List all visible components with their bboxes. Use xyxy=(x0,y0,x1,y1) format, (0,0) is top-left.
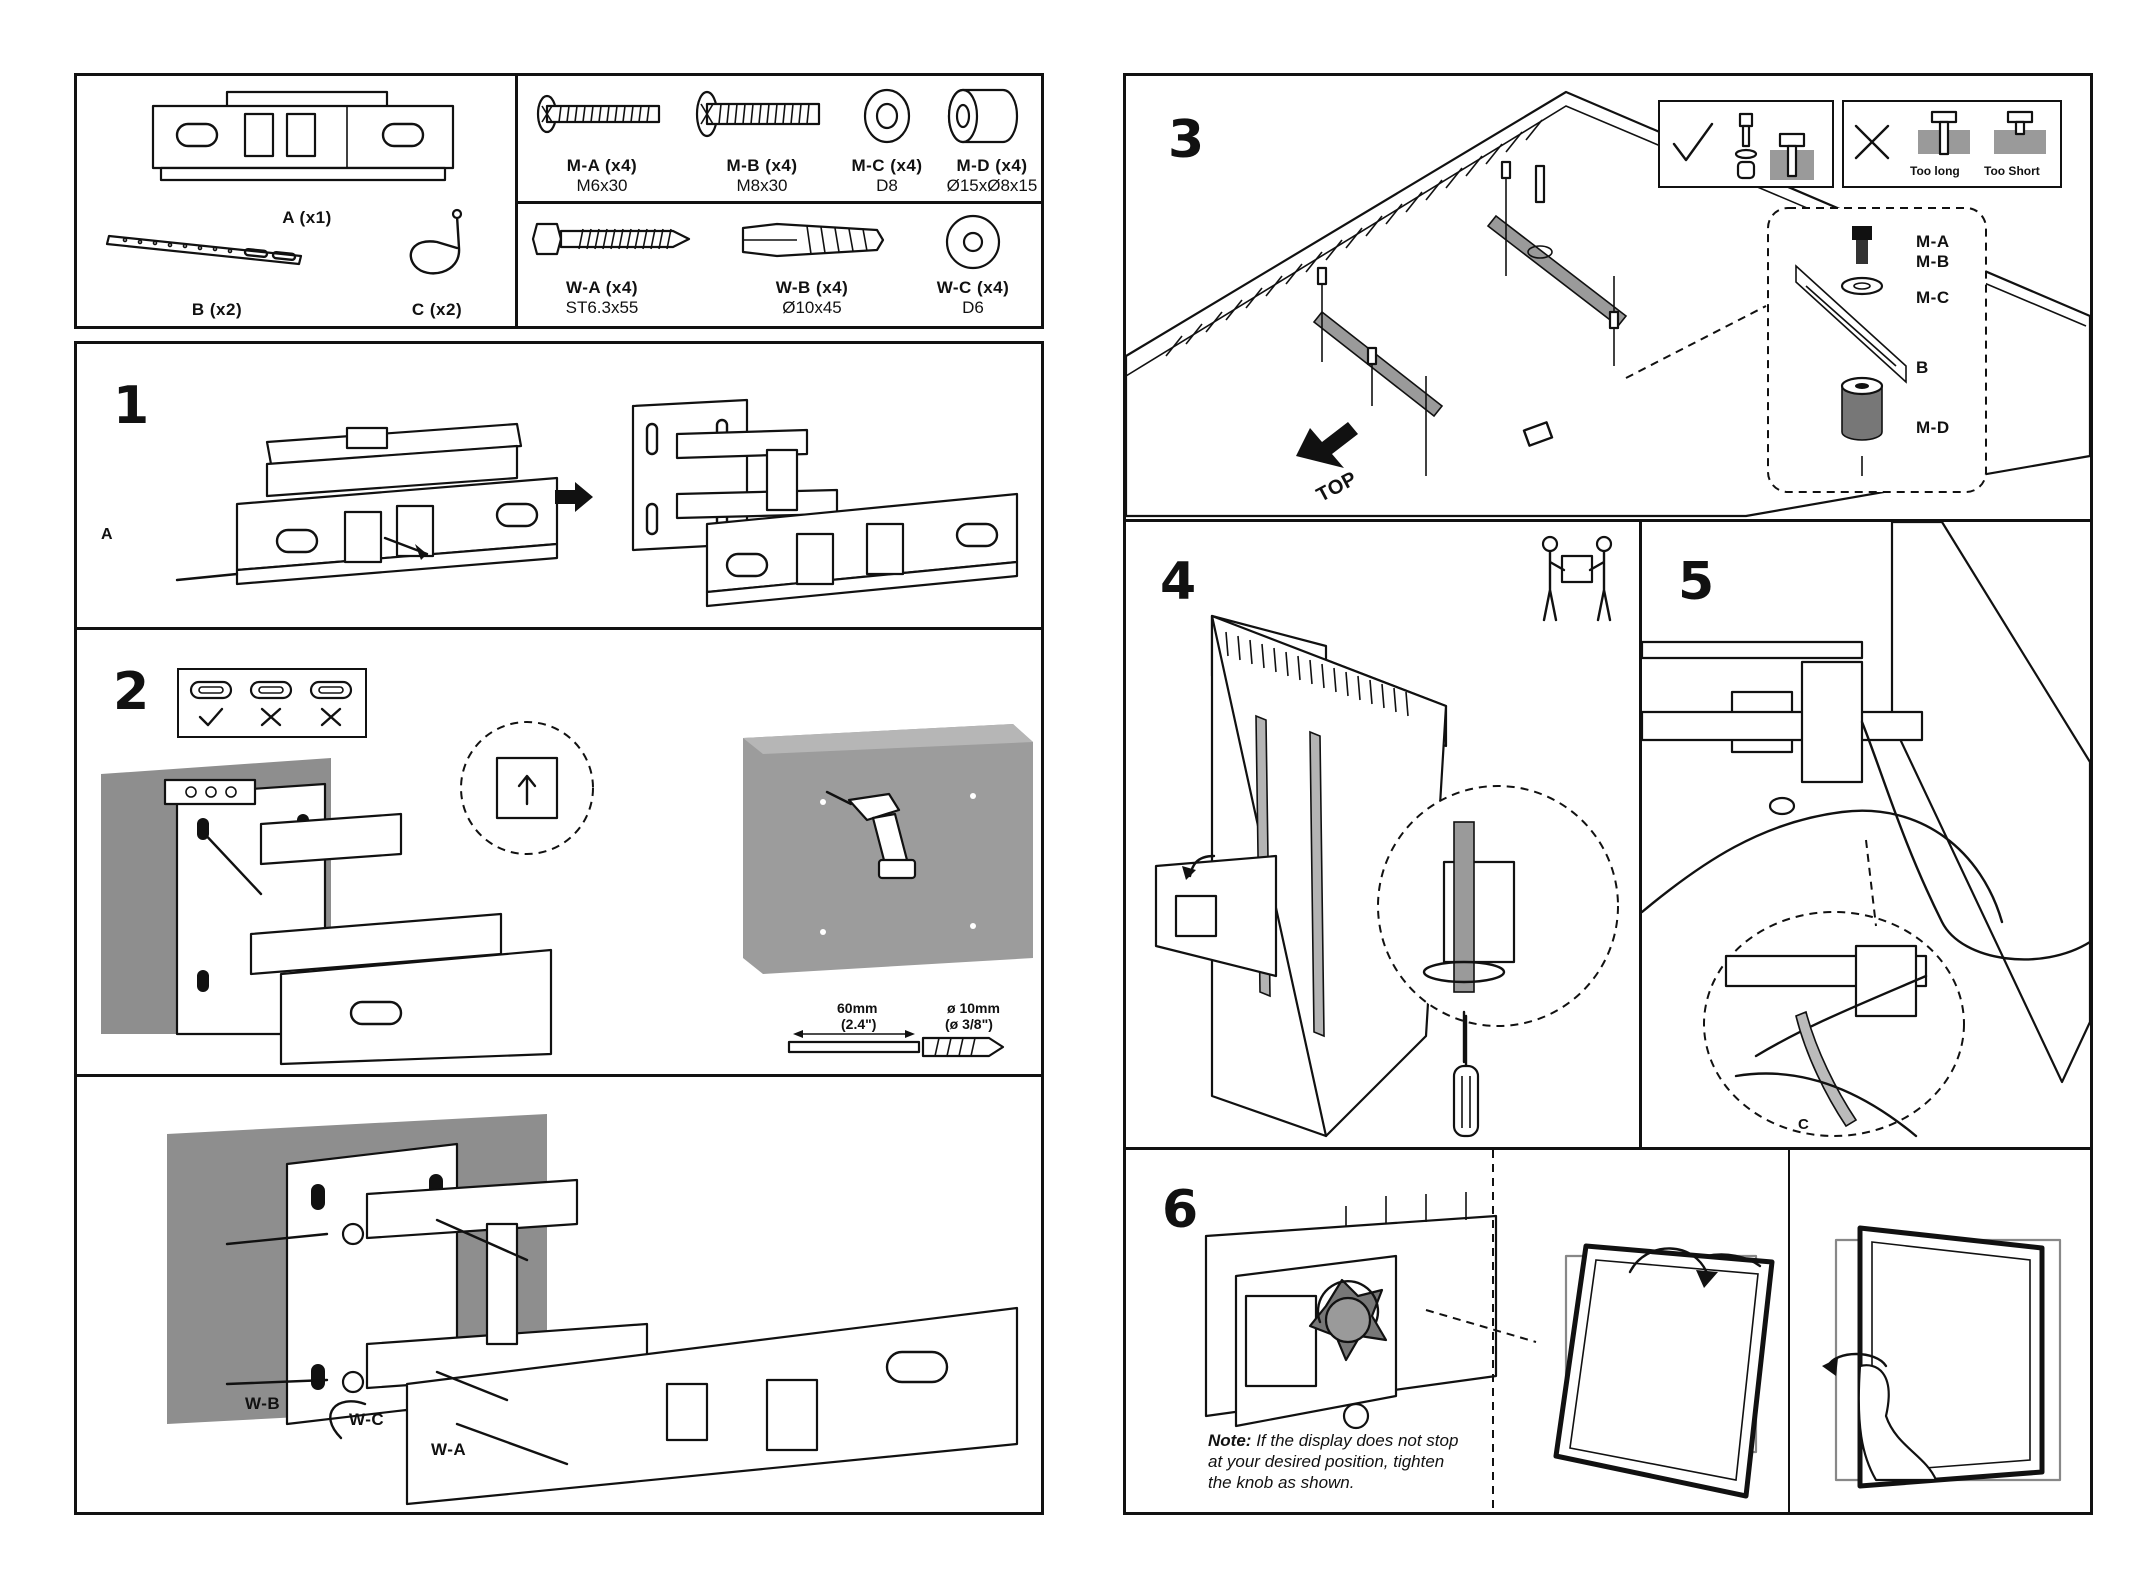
screw-ma-spec: M6x30 xyxy=(576,176,628,195)
washer-mc-label: M-C (x4) xyxy=(851,156,923,175)
note-text: If the display does not stop at your des… xyxy=(1208,1431,1459,1492)
part-c-cable-tie xyxy=(409,208,463,275)
part-b-vertical-bracket xyxy=(105,234,303,266)
screw-mb-icon xyxy=(695,90,821,138)
washer-wc-label: W-C (x4) xyxy=(936,278,1010,297)
correct-screw-stack-icon xyxy=(1734,112,1814,180)
lag-bolt-wa-spec: ST6.3x55 xyxy=(565,298,639,317)
callout-mc: M-C xyxy=(1916,288,1950,307)
step-2-detail-circle xyxy=(460,721,594,855)
step-6-number: 6 xyxy=(1162,1180,1199,1240)
step-4-detail-circle xyxy=(1377,785,1619,1064)
step-1-divider xyxy=(77,627,1041,630)
too-short-label: Too Short xyxy=(1984,164,2040,178)
step-6-vertical-divider-dashed xyxy=(1492,1150,1494,1512)
spacer-md-label: M-D (x4) xyxy=(956,156,1028,175)
step-2-slot-legend xyxy=(177,668,367,738)
step-1-number: 1 xyxy=(113,376,150,436)
step-6-knob-illustration xyxy=(1204,1192,1498,1430)
step-1-mount-folded xyxy=(175,422,559,586)
screw-too-long-icon xyxy=(1918,110,1970,156)
step-4-hang-tv-illustration xyxy=(1154,614,1448,1138)
drill-depth-label: 60mm xyxy=(837,1000,878,1016)
callout-wc: W-C xyxy=(349,1410,385,1429)
step-1-callout-a: A xyxy=(101,526,113,543)
screw-too-short-icon xyxy=(1994,110,2046,154)
callout-c: C xyxy=(1798,1116,1810,1133)
check-icon xyxy=(1672,122,1714,162)
step-5-detail-circle xyxy=(1703,911,1965,1138)
drill-bit-diagram xyxy=(787,1030,1005,1058)
washer-wc-icon xyxy=(945,214,1001,270)
step-6-tilt-tv-illustration xyxy=(1553,1243,1775,1499)
step-3-hardware-detail xyxy=(1767,207,1987,493)
drill-diameter-inch-label: (ø 3/8") xyxy=(945,1016,993,1032)
callout-wa: W-A xyxy=(431,1440,467,1459)
step-4-5-vertical-divider xyxy=(1639,522,1642,1147)
parts-divider-horizontal xyxy=(518,201,1044,204)
step-2-number: 2 xyxy=(113,662,150,722)
step-5-cable-routing-illustration xyxy=(1640,520,2092,1084)
step-6-note: Note: If the display does not stop at yo… xyxy=(1208,1430,1470,1493)
drill-icon xyxy=(825,790,917,880)
parts-list-panel: A (x1) B (x2) C (x2) M-A (x4) M6x30 M-B … xyxy=(74,73,1044,329)
lag-bolt-wa-icon xyxy=(531,222,691,256)
step-3-correct-box xyxy=(1658,100,1834,188)
spacer-md-icon xyxy=(947,88,1019,144)
step-4-number: 4 xyxy=(1160,552,1197,612)
step-1-mount-extended xyxy=(631,398,1019,608)
drill-diameter-label: ø 10mm xyxy=(947,1000,1000,1016)
step-6-vertical-divider-2 xyxy=(1788,1150,1790,1512)
step-45-divider xyxy=(1126,1147,2090,1150)
callout-mb: M-B xyxy=(1916,252,1950,271)
step-2-install-illustration xyxy=(167,1114,1019,1506)
step-1-arrow-icon xyxy=(555,482,593,512)
screw-mb-spec: M8x30 xyxy=(736,176,788,195)
washer-mc-icon xyxy=(863,88,911,144)
step-5-number: 5 xyxy=(1678,552,1715,612)
wall-anchor-wb-spec: Ø10x45 xyxy=(782,298,842,317)
note-bold-label: Note: xyxy=(1208,1431,1252,1450)
washer-wc-spec: D6 xyxy=(962,298,984,317)
step-3-number: 3 xyxy=(1168,110,1205,170)
step-6-swivel-tv-illustration xyxy=(1822,1225,2062,1489)
washer-mc-spec: D8 xyxy=(876,176,898,195)
cross-icon xyxy=(260,707,282,727)
screw-ma-icon xyxy=(536,94,661,134)
parts-divider-vertical xyxy=(515,76,518,326)
wall-anchor-wb-icon xyxy=(741,222,885,258)
part-a-label: A (x1) xyxy=(282,208,332,227)
cross-icon xyxy=(1854,124,1890,160)
step-3-callout-leader xyxy=(1625,305,1767,379)
screwdriver-icon xyxy=(1452,1014,1480,1138)
spacer-md-spec: Ø15xØ8x15 xyxy=(946,176,1038,195)
callout-b: B xyxy=(1916,358,1929,377)
part-c-label: C (x2) xyxy=(411,300,463,319)
screw-mb-label: M-B (x4) xyxy=(726,156,798,175)
step-5-callout-leader xyxy=(1865,839,1877,927)
part-a-mount-plate xyxy=(151,90,455,182)
callout-ma: M-A xyxy=(1916,232,1950,251)
part-b-label: B (x2) xyxy=(191,300,243,319)
cross-icon xyxy=(320,707,342,727)
step-6-callout-leader xyxy=(1425,1309,1537,1343)
lag-bolt-wa-label: W-A (x4) xyxy=(566,278,638,297)
step-2-marking-holes-illustration xyxy=(101,758,553,1066)
step-2-divider xyxy=(77,1074,1041,1077)
check-icon xyxy=(198,707,224,727)
callout-md: M-D xyxy=(1916,418,1950,437)
people-carry-icon xyxy=(1541,535,1613,622)
step-3-incorrect-box: Too long Too Short xyxy=(1842,100,2062,188)
drill-depth-inch-label: (2.4") xyxy=(841,1016,877,1032)
callout-wb: W-B xyxy=(245,1394,281,1413)
too-long-label: Too long xyxy=(1910,164,1960,178)
slot-legend-icons xyxy=(189,680,353,700)
screw-ma-label: M-A (x4) xyxy=(566,156,638,175)
step-1-2-panel: 1 A 2 xyxy=(74,341,1044,1515)
wall-anchor-wb-label: W-B (x4) xyxy=(775,278,849,297)
step-3-6-panel: 3 TOP xyxy=(1123,73,2093,1515)
step-3-divider xyxy=(1126,519,2090,522)
